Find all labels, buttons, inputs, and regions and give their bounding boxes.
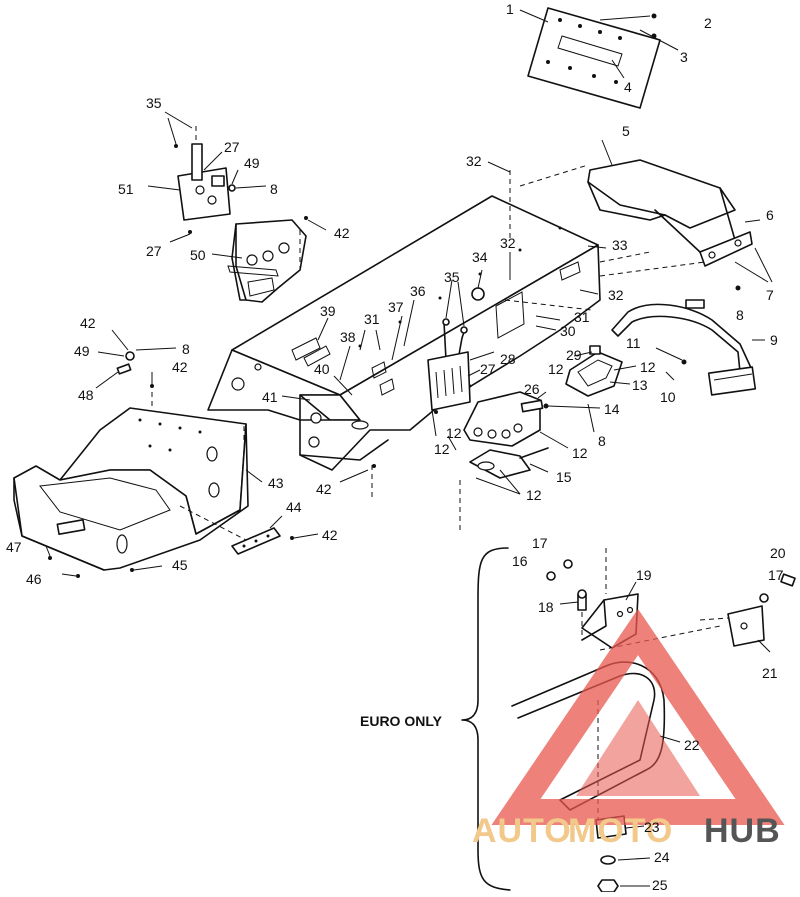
callout-33: 33: [612, 237, 628, 253]
callout-30: 30: [560, 323, 576, 339]
callout-22: 22: [684, 737, 700, 753]
callout-42-d: 42: [316, 481, 332, 497]
watermark: AUTO MOTO HUB: [472, 608, 785, 850]
callout-49-a: 49: [74, 343, 90, 359]
part-9-bumper: [611, 299, 765, 396]
callout-14: 14: [604, 401, 620, 417]
callout-40: 40: [314, 361, 330, 377]
callout-16: 16: [512, 553, 528, 569]
callout-27-b: 27: [146, 243, 162, 259]
callout-17-b: 17: [768, 567, 784, 583]
callout-35-b: 35: [444, 269, 460, 285]
callout-20: 20: [770, 545, 786, 561]
callout-8-upper: 8: [270, 181, 278, 197]
callout-12-a: 12: [640, 359, 656, 375]
callout-32-c: 32: [608, 287, 624, 303]
callout-8-rear: 8: [736, 307, 744, 323]
callout-27-a: 27: [224, 139, 240, 155]
callout-42-e: 42: [322, 527, 338, 543]
callout-43: 43: [268, 475, 284, 491]
callout-19: 19: [636, 567, 652, 583]
callout-12-c: 12: [572, 445, 588, 461]
callout-11: 11: [626, 335, 641, 351]
callout-50: 50: [190, 247, 206, 263]
callout-48: 48: [78, 387, 94, 403]
lower-mount-brackets: [447, 391, 601, 530]
callout-12-d: 12: [434, 441, 450, 457]
callout-37: 37: [388, 299, 404, 315]
callout-3: 3: [680, 49, 688, 65]
main-chassis-tunnel: [207, 161, 706, 500]
callout-8-lower: 8: [598, 433, 606, 449]
callout-42-b: 42: [80, 315, 96, 331]
part-50-mount-plate: [211, 216, 327, 303]
callout-21: 21: [762, 665, 778, 681]
part-44-strip: [231, 515, 319, 555]
callout-17-a: 17: [532, 535, 548, 551]
callout-26: 26: [524, 381, 540, 397]
callout-28: 28: [500, 351, 516, 367]
callout-47: 47: [6, 539, 22, 555]
callout-15: 15: [556, 469, 572, 485]
callout-38: 38: [340, 329, 356, 345]
callout-12-e: 12: [526, 487, 542, 503]
callout-41: 41: [262, 389, 278, 405]
callout-1: 1: [506, 1, 514, 17]
part-51-bracket: [147, 111, 267, 243]
callout-labels: EURO ONLY 1 2 3 4 5 6 7 8 8 8 8 9 10 11 …: [6, 1, 786, 893]
callout-49-b: 49: [244, 155, 260, 171]
callout-44: 44: [286, 499, 302, 515]
part-5-rear-flap: [587, 139, 773, 291]
watermark-triangle: [491, 608, 785, 825]
callout-36: 36: [410, 283, 426, 299]
callout-25: 25: [652, 877, 668, 892]
callout-12-f: 12: [446, 425, 462, 441]
part-1-plate: [519, 7, 679, 109]
callout-27-c: 27: [480, 361, 496, 377]
euro-only-label: EURO ONLY: [360, 713, 443, 729]
watermark-text-hub: HUB: [704, 812, 781, 850]
callout-24: 24: [654, 849, 670, 865]
callout-46: 46: [26, 571, 42, 587]
callout-29: 29: [566, 347, 582, 363]
watermark-text-auto: AUTO: [472, 812, 572, 850]
callout-34: 34: [472, 249, 488, 265]
callout-32-a: 32: [466, 153, 482, 169]
callout-35-a: 35: [146, 95, 162, 111]
callout-12-b: 12: [548, 361, 564, 377]
callout-2: 2: [704, 15, 712, 31]
watermark-text-moto: MOTO: [568, 812, 673, 850]
callout-39: 39: [320, 303, 336, 319]
callout-18: 18: [538, 599, 554, 615]
callout-45: 45: [172, 557, 188, 573]
callout-10: 10: [660, 389, 676, 405]
callout-13: 13: [632, 377, 648, 393]
callout-7: 7: [766, 287, 774, 303]
left-hardware-stack: [95, 329, 177, 410]
callout-31-a: 31: [574, 309, 590, 325]
callout-8-left: 8: [182, 341, 190, 357]
callout-42-c: 42: [172, 359, 188, 375]
part-13-latch-block: [565, 345, 637, 397]
callout-6: 6: [766, 207, 774, 223]
hitch-latch-assembly: [427, 269, 495, 437]
callout-9: 9: [770, 332, 778, 348]
callout-23: 23: [644, 819, 660, 835]
callout-42-a: 42: [334, 225, 350, 241]
part-43-front-pan: [13, 407, 263, 578]
callout-32-b: 32: [500, 235, 516, 251]
callout-4: 4: [624, 79, 632, 95]
callout-31-b: 31: [364, 311, 380, 327]
callout-51: 51: [118, 181, 134, 197]
callout-5: 5: [622, 123, 630, 139]
